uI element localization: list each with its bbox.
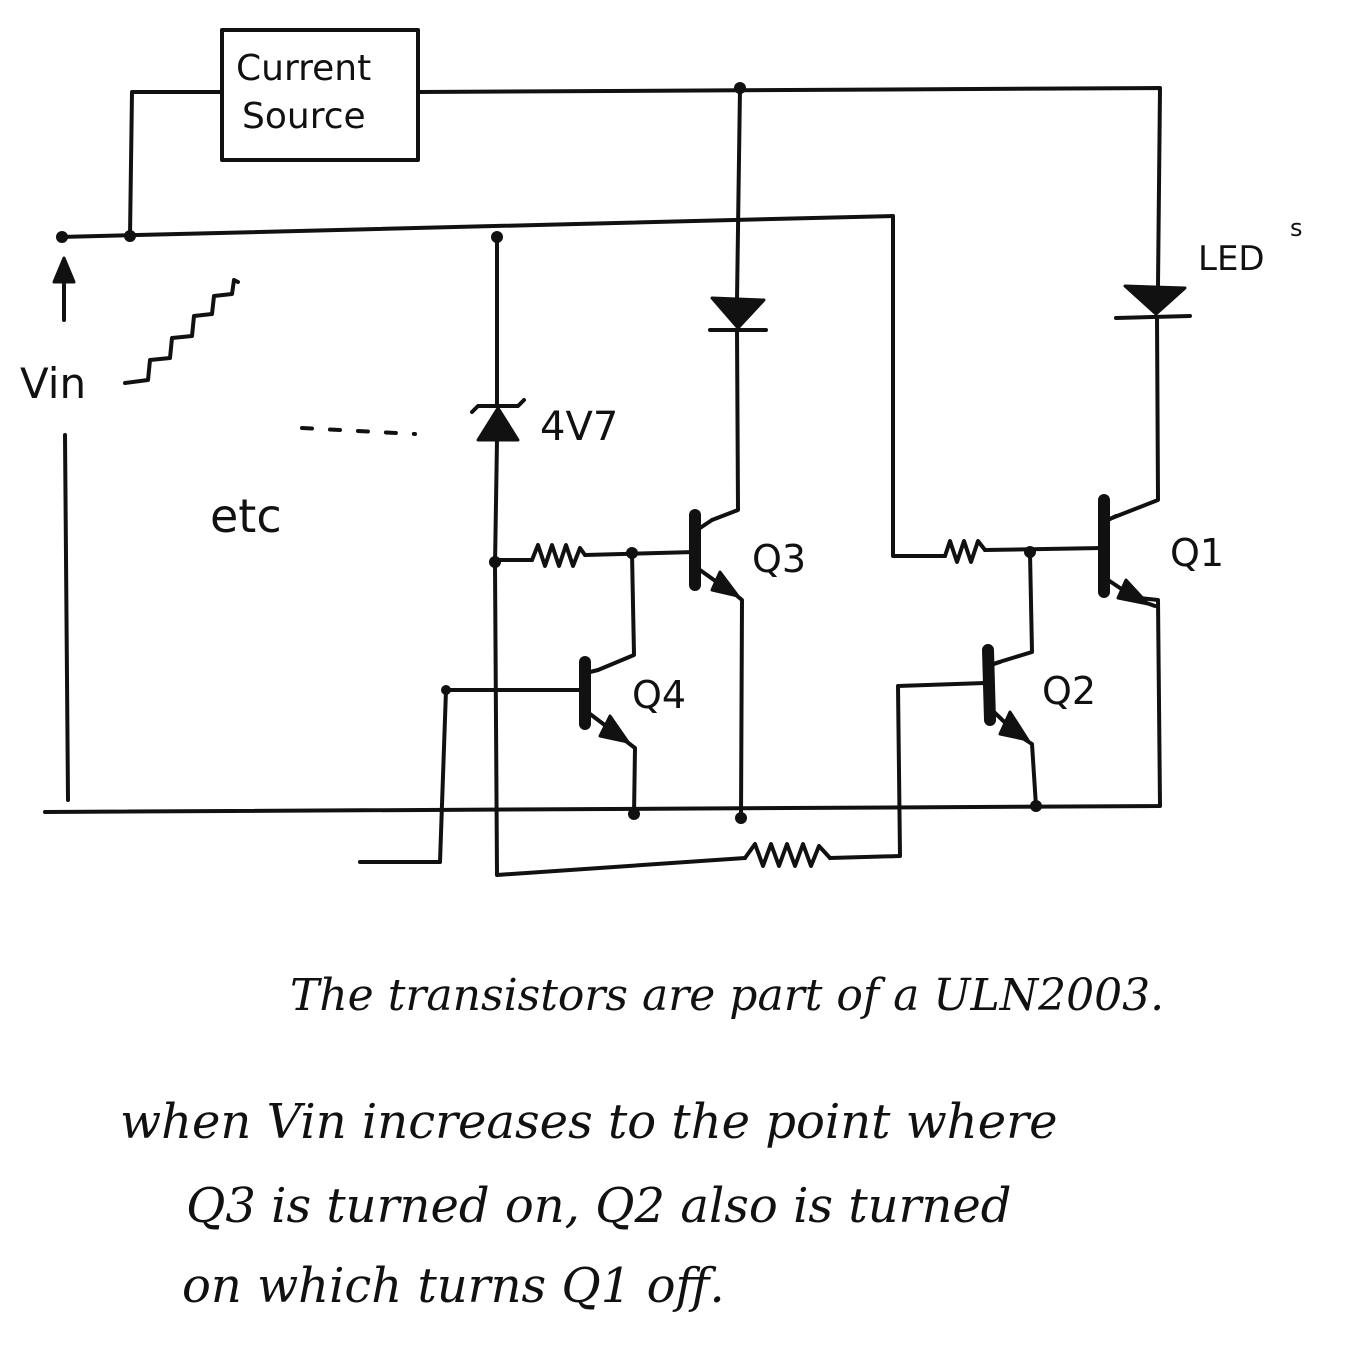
diode-q3-collector: [708, 296, 768, 332]
wire-source-left: [128, 90, 224, 238]
transistor-q4: [579, 656, 630, 744]
current-source-box: [220, 28, 420, 162]
wire-q4-base-input: [358, 688, 587, 864]
wire-q2-collector-up: [994, 551, 1034, 665]
wire-zener-to-bottom: [493, 438, 747, 877]
junction-q4-emitter: [628, 808, 640, 820]
etc-continuation-dashes: [300, 426, 417, 436]
resistor-q3-base: [530, 543, 587, 568]
wire-top-rail: [416, 86, 1162, 287]
junction-q3-emitter: [735, 812, 747, 824]
wire-input-rail: [58, 214, 947, 558]
label-q1: Q1: [1170, 531, 1224, 575]
wire-q4-emitter: [616, 733, 637, 817]
resistor-q1-base: [943, 539, 987, 564]
label-leds: LED: [1198, 239, 1265, 279]
wire-vin-lower: [63, 433, 70, 802]
wire-ground-rail: [43, 596, 1162, 814]
vin-staircase-waveform: [123, 278, 240, 385]
wire-q3-emitter: [728, 588, 744, 820]
label-zener: 4V7: [540, 404, 618, 450]
current-source-block: Current Source: [220, 28, 420, 162]
transistor-q2: [982, 644, 1030, 742]
junction-q4-input: [441, 685, 451, 695]
wire-q3-collector-feed: [735, 86, 742, 302]
junction-zener-bottom: [489, 556, 501, 568]
label-q4: Q4: [632, 673, 686, 717]
label-q2: Q2: [1042, 669, 1096, 713]
junction-source: [124, 230, 136, 242]
wire-q1-base: [983, 546, 1105, 552]
transistor-q1: [1098, 494, 1150, 606]
junctions: [56, 82, 1042, 824]
wire-q3-base: [583, 550, 697, 557]
junction-q3-base: [626, 547, 638, 559]
junction-q2-emitter: [1030, 800, 1042, 812]
label-etc: etc: [210, 489, 282, 543]
wire-q3-led-to-collector: [710, 328, 740, 522]
label-vin: Vin: [20, 359, 86, 408]
led-diode: [1114, 284, 1192, 320]
note-line-2: when Vin increases to the point where: [120, 1094, 1057, 1150]
wire-q2-emitter: [1016, 733, 1038, 808]
zener-diode: [470, 398, 526, 442]
junction-q1-base: [1024, 546, 1036, 558]
wire-q1-collector: [1110, 316, 1160, 520]
label-leds-superscript: s: [1290, 214, 1303, 242]
junction-top-rail: [734, 82, 746, 94]
wires: [43, 86, 1162, 877]
label-q3: Q3: [752, 537, 806, 581]
current-source-label-line2: Source: [242, 96, 366, 137]
resistor-bottom: [743, 842, 832, 868]
vin-arrow: [52, 256, 76, 322]
note-line-4: on which turns Q1 off.: [182, 1258, 725, 1314]
transistor-q3: [689, 509, 740, 598]
current-source-label-line1: Current: [236, 48, 371, 89]
vin-terminal-dot: [56, 231, 68, 243]
wire-q4-collector-up: [596, 551, 636, 672]
junction-zener-top: [491, 231, 503, 243]
note-line-1: The transistors are part of a ULN2003.: [290, 970, 1164, 1021]
wire-bottom-r-right: [828, 681, 987, 860]
note-line-3: Q3 is turned on, Q2 also is turned: [186, 1178, 1012, 1234]
